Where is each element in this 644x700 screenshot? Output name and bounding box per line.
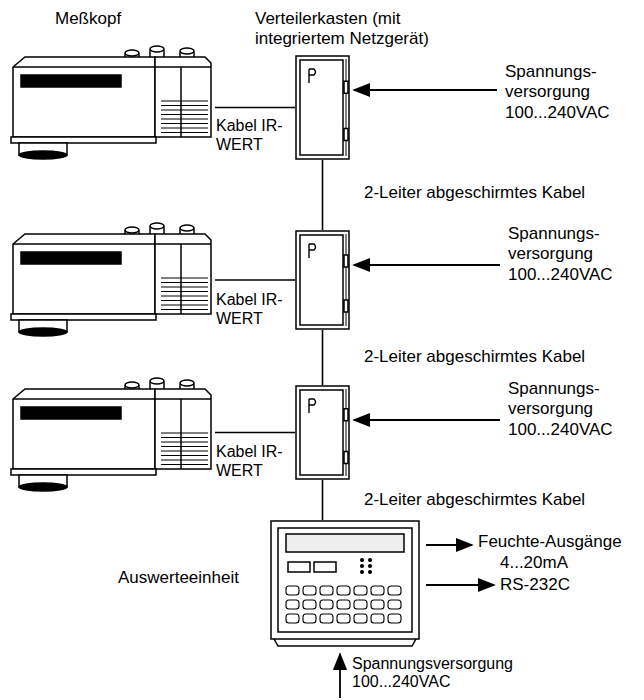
supply-label: Spannungsversorgung 100...240VAC: [352, 655, 552, 692]
cable-line: [322, 160, 324, 230]
output-label: RS-232C: [500, 575, 620, 595]
measuring-head-drawing: [5, 377, 215, 492]
cable-label: Kabel IR-WERT: [214, 116, 292, 154]
output-label: Feuchte-Ausgänge: [478, 532, 638, 552]
cable-label: Kabel IR-WERT: [214, 290, 292, 328]
cable-label: 2-Leiter abgeschirmtes Kabel: [362, 490, 587, 510]
supply-label: Spannungs- versorgung 100...240VAC: [508, 379, 638, 440]
distribution-box: [295, 385, 350, 480]
cable-line: [215, 432, 295, 434]
distribution-box: Verteilerkasten (mit integriertem Netzge…: [295, 55, 350, 160]
cable-line: [215, 107, 295, 109]
supply-arrow: [354, 419, 500, 421]
node-heading: Verteilerkasten (mit integriertem Netzge…: [255, 9, 490, 50]
cable-label: 2-Leiter abgeschirmtes Kabel: [362, 183, 587, 203]
distribution-box-drawing: [295, 385, 350, 480]
node-heading: Meßkopf: [55, 9, 175, 29]
evaluation-unit-drawing: [270, 520, 420, 648]
evaluation-unit: Auswerteeinheit: [270, 520, 420, 648]
node-heading: Auswerteeinheit: [118, 568, 263, 588]
cable-label: 2-Leiter abgeschirmtes Kabel: [362, 347, 587, 367]
output-arrow: [426, 584, 494, 586]
measuring-head: Meßkopf: [5, 45, 215, 160]
supply-arrow: [354, 89, 497, 91]
supply-arrow: [354, 264, 500, 266]
cable-line: [322, 330, 324, 385]
distribution-box-drawing: [295, 55, 350, 160]
cable-line: [322, 480, 324, 520]
output-label: 4...20mA: [500, 553, 620, 573]
output-arrow: [426, 544, 472, 546]
measuring-head-drawing: [5, 222, 215, 337]
measuring-head: [5, 222, 215, 337]
cable-label: Kabel IR-WERT: [214, 442, 292, 480]
distribution-box-drawing: [295, 230, 350, 330]
supply-label: Spannungs- versorgung 100...240VAC: [508, 224, 638, 285]
measuring-head-drawing: [5, 45, 215, 160]
measuring-head: [5, 377, 215, 492]
distribution-box: [295, 230, 350, 330]
supply-label: Spannungs- versorgung 100...240VAC: [505, 62, 635, 123]
supply-arrow: [339, 654, 341, 698]
cable-line: [215, 279, 295, 281]
